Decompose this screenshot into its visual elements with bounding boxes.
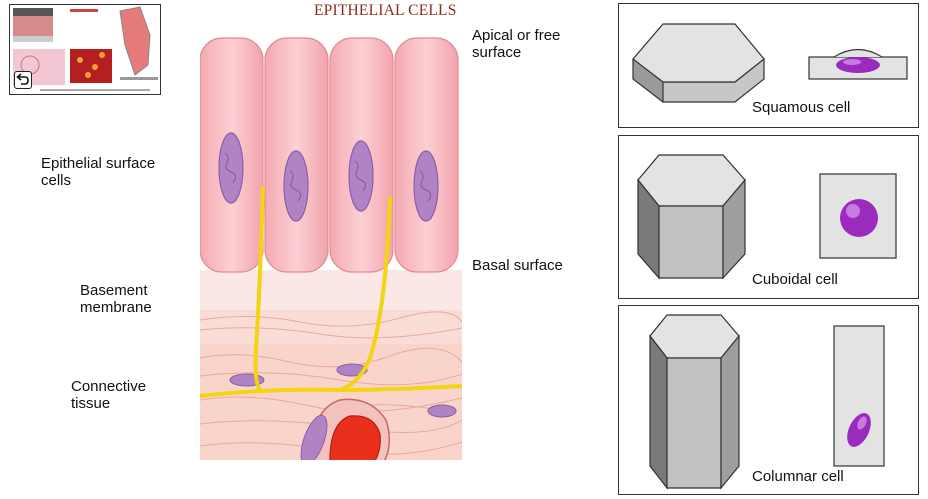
back-button[interactable] (14, 71, 32, 89)
epithelium-diagram (190, 28, 470, 468)
panel-squamous: Squamous cell (618, 3, 919, 128)
columnar-cell-shape (619, 306, 918, 494)
label-basal-surface: Basal surface (472, 257, 602, 274)
thumbnail-image (10, 5, 161, 95)
columnar-cell-label: Columnar cell (752, 468, 844, 485)
label-connective-tissue: Connective tissue (71, 378, 171, 412)
thumbnail-preview[interactable] (9, 4, 161, 95)
label-basement-membrane: Basement membrane (80, 282, 170, 316)
page-title: EPITHELIAL CELLS (314, 2, 457, 20)
back-arrow-icon (15, 72, 30, 87)
label-apical-surface: Apical or free surface (472, 27, 590, 61)
cuboidal-cell-label: Cuboidal cell (752, 271, 838, 288)
panel-cuboidal: Cuboidal cell (618, 135, 919, 299)
label-epithelial-cells: Epithelial surface cells (41, 155, 181, 189)
squamous-cell-label: Squamous cell (752, 99, 850, 116)
panel-columnar: Columnar cell (618, 305, 919, 495)
basement-membrane (200, 270, 462, 310)
